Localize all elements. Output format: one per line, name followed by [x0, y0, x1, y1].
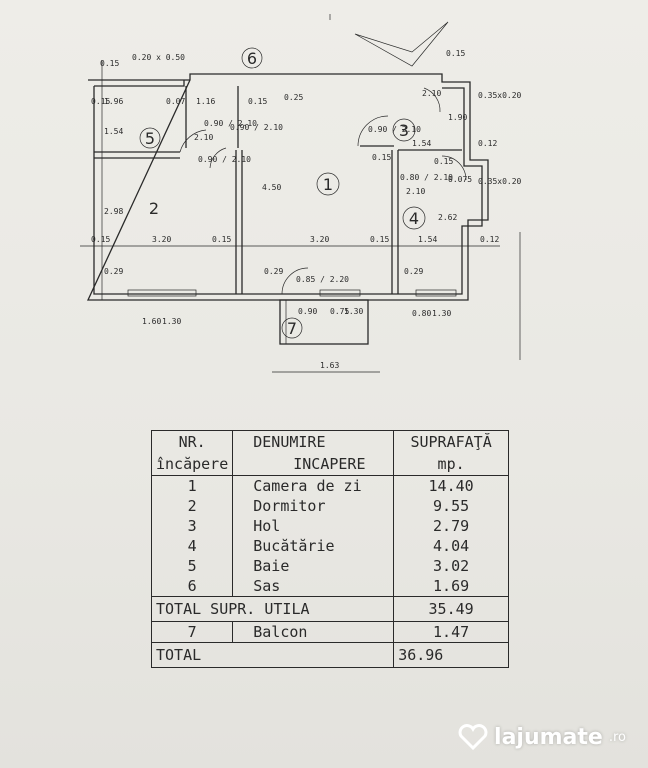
dimension-label: 2.10	[194, 133, 213, 142]
watermark-logo: lajumate .ro	[458, 724, 626, 750]
dimension-label: 0.12	[480, 235, 499, 244]
room-number-5: 5	[139, 127, 161, 149]
dimension-label: 2.98	[104, 207, 123, 216]
dimension-label: 3.20	[152, 235, 171, 244]
dimension-label: 1.16	[196, 97, 215, 106]
dimension-label: 0.90 / 2.10	[230, 123, 283, 132]
dimension-label: 1.63	[320, 361, 339, 370]
svg-text:1: 1	[323, 175, 333, 194]
dimension-label: 0.90 / 2.10	[204, 119, 257, 128]
dimension-label: 0.07	[166, 97, 185, 106]
watermark-tld: .ro	[608, 729, 626, 745]
room-number-2: 2	[149, 199, 159, 218]
table-row: 3 Hol 2.79	[150, 516, 509, 536]
table-row: 6 Sas 1.69	[150, 576, 509, 597]
dimension-label: 0.90 / 2.10	[198, 155, 251, 164]
dimension-label: 0.85 / 2.20	[296, 275, 349, 284]
svg-text:5: 5	[145, 129, 155, 148]
dimension-label: 2.62	[438, 213, 457, 222]
dimension-label: 0.15	[248, 97, 267, 106]
table-row: 5 Baie 3.02	[150, 556, 509, 576]
dimension-label: 0.15	[370, 235, 389, 244]
header-name: DENUMIRE INCAPERE	[232, 430, 395, 476]
room-number-6: 6	[241, 47, 263, 69]
dimension-label: 0.15	[434, 157, 453, 166]
dimension-label: 0.075	[448, 175, 472, 184]
dimension-label: 1.30	[432, 309, 451, 318]
total-util-row: TOTAL SUPR. UTILA 35.49	[150, 596, 509, 622]
watermark-brand: lajumate	[494, 724, 603, 750]
dimension-label: 1.30	[344, 307, 363, 316]
dimension-label: 0.15	[91, 235, 110, 244]
dimension-label: 0.35x0.20	[478, 91, 522, 100]
room-number-3: 3	[392, 118, 416, 142]
dimension-label: 0.90 / 2.10	[368, 125, 421, 134]
dimension-label: 1.96	[104, 97, 123, 106]
dimension-label: 0.15	[91, 97, 110, 106]
dimension-label: 0.15	[446, 49, 465, 58]
dimension-label: 2.10	[422, 89, 441, 98]
balcony-row: 7 Balcon 1.47	[150, 621, 509, 643]
dimension-label: 1.60	[142, 317, 161, 326]
svg-text:7: 7	[287, 319, 297, 338]
heart-icon	[458, 724, 488, 750]
dimension-label: 0.15	[100, 59, 119, 68]
dimension-label: 3.20	[310, 235, 329, 244]
dimension-label: 1.54	[418, 235, 437, 244]
table-row: 4 Bucătărie 4.04	[150, 536, 509, 556]
dimension-label: 0.29	[264, 267, 283, 276]
grand-total-row: TOTAL 36.96	[150, 642, 509, 668]
dimension-label: 0.29	[404, 267, 423, 276]
north-arrow-icon	[329, 14, 449, 67]
header-area: SUPRAFAŢĂ mp.	[393, 430, 509, 476]
dimension-label: 0.15	[212, 235, 231, 244]
dimension-label: 0.12	[478, 139, 497, 148]
dimension-label: 4.50	[262, 183, 281, 192]
svg-text:4: 4	[409, 209, 419, 228]
svg-text:2: 2	[149, 199, 159, 218]
svg-text:3: 3	[399, 121, 409, 140]
room-number-7: 7	[281, 317, 303, 339]
table-header: NR. încăpere DENUMIRE INCAPERE SUPRAFAŢĂ…	[150, 430, 509, 476]
dim-label: 0.20 x 0.50	[132, 53, 185, 62]
header-nr: NR. încăpere	[150, 430, 234, 476]
dimension-label: 0.25	[284, 93, 303, 102]
dimension-label: 2.10	[406, 187, 425, 196]
dimension-label: 1.90	[448, 113, 467, 122]
dimension-label: 1.54	[412, 139, 431, 148]
table-row: 1 Camera de zi 14.40	[150, 475, 509, 496]
dimension-label: 1.54	[104, 127, 123, 136]
svg-text:6: 6	[247, 49, 257, 68]
balcony-outline	[279, 299, 369, 345]
dimension-label: 0.80 / 2.10	[400, 173, 453, 182]
floor-plan: 1 2 3 4 5 6 7 0.20 x 0.50 1.96 0.07 1.16	[80, 14, 522, 373]
window	[127, 289, 457, 297]
room-schedule-table: NR. încăpere DENUMIRE INCAPERE SUPRAFAŢĂ…	[150, 430, 509, 668]
dimension-label: 1.30	[162, 317, 181, 326]
dimension-label: 0.90	[298, 307, 317, 316]
room-number-4: 4	[402, 206, 426, 230]
dimension-label: 0.75	[330, 307, 349, 316]
dimension-label: 0.15	[372, 153, 391, 162]
dimension-label: 0.29	[104, 267, 123, 276]
dimension-label: 0.80	[412, 309, 431, 318]
dimension-label: 0.35x0.20	[478, 177, 522, 186]
room-number-1: 1	[316, 172, 340, 196]
table-row: 2 Dormitor 9.55	[150, 496, 509, 516]
outer-wall	[86, 73, 489, 301]
